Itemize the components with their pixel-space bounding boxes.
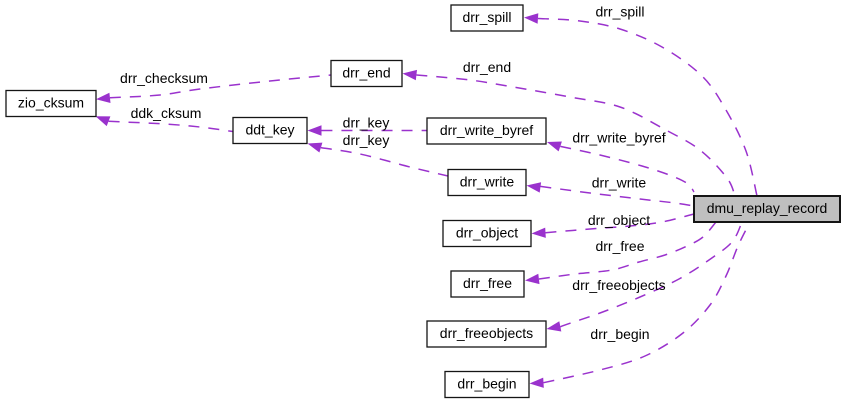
svg-text:drr_end: drr_end (463, 59, 511, 75)
svg-text:drr_object: drr_object (588, 212, 650, 228)
svg-text:drr_freeobjects: drr_freeobjects (572, 277, 665, 293)
svg-text:drr_write: drr_write (460, 174, 515, 190)
svg-text:drr_checksum: drr_checksum (120, 70, 208, 86)
svg-text:drr_free: drr_free (463, 275, 512, 291)
svg-text:drr_key: drr_key (343, 132, 390, 148)
svg-text:drr_object: drr_object (456, 225, 518, 241)
svg-text:ddk_cksum: ddk_cksum (131, 105, 202, 121)
svg-text:drr_begin: drr_begin (457, 376, 516, 392)
svg-text:dmu_replay_record: dmu_replay_record (707, 200, 828, 216)
svg-text:drr_spill: drr_spill (595, 4, 644, 20)
svg-text:drr_key: drr_key (343, 115, 390, 131)
svg-text:drr_freeobjects: drr_freeobjects (440, 325, 533, 341)
svg-text:drr_free: drr_free (595, 238, 644, 254)
svg-text:drr_write_byref: drr_write_byref (440, 122, 533, 138)
svg-text:zio_cksum: zio_cksum (18, 95, 84, 111)
svg-text:drr_spill: drr_spill (462, 9, 511, 25)
svg-text:drr_write_byref: drr_write_byref (572, 130, 665, 146)
svg-text:drr_begin: drr_begin (590, 326, 649, 342)
svg-text:drr_write: drr_write (592, 175, 647, 191)
svg-text:drr_end: drr_end (342, 65, 390, 81)
svg-text:ddt_key: ddt_key (245, 122, 294, 138)
